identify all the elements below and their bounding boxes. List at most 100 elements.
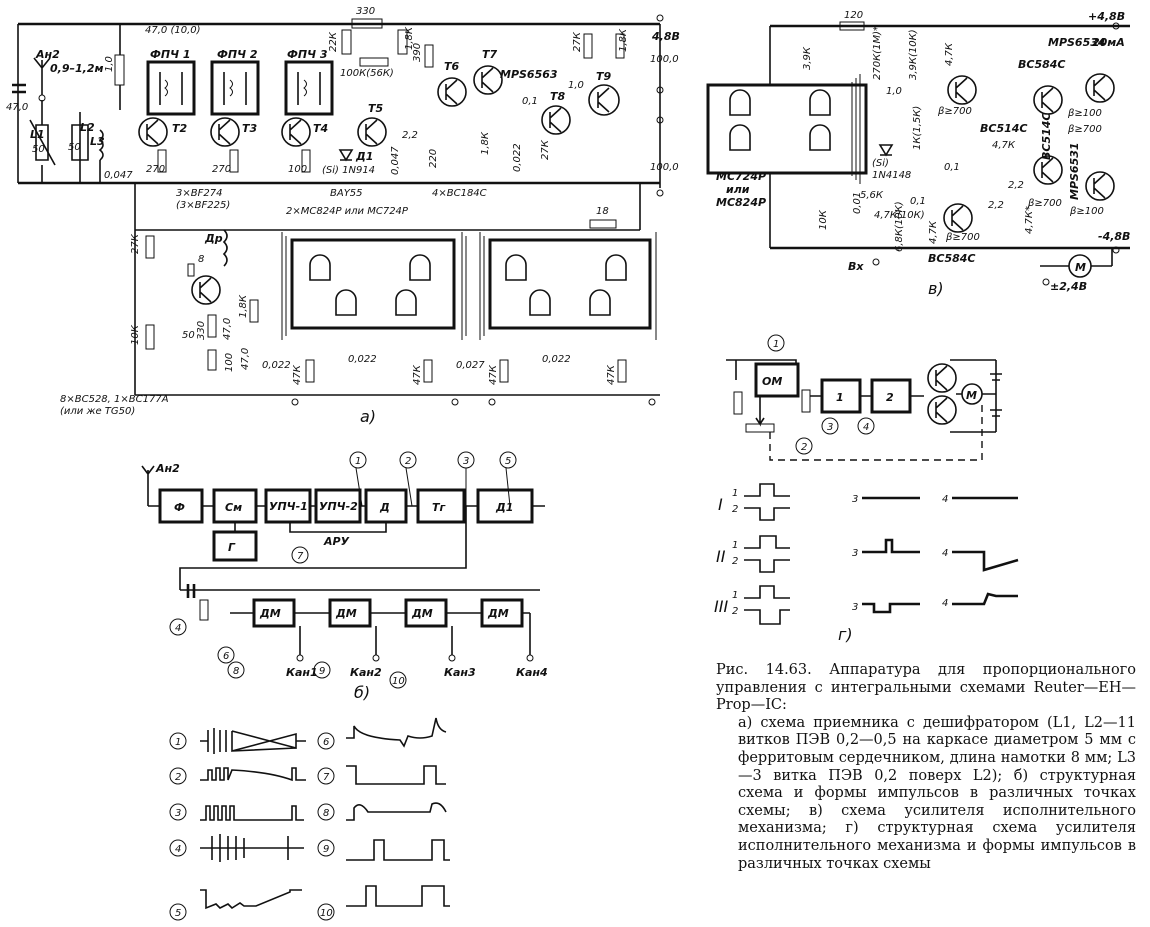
block-diagram-g: 1 ОМ 2 3 1 2 4 M I 1 2 3 4 II 1 2 (714, 334, 1019, 644)
svg-text:2×MC824P или MC724P: 2×MC824P или MC724P (286, 206, 409, 217)
svg-text:8: 8 (323, 808, 329, 819)
l3-label: L3 (90, 135, 105, 148)
svg-text:47К: 47К (606, 364, 617, 385)
svg-text:3: 3 (852, 602, 858, 613)
svg-text:АРУ: АРУ (323, 535, 350, 548)
transistor-osc (191, 275, 221, 305)
svg-text:50: 50 (182, 330, 195, 341)
svg-text:2: 2 (801, 442, 807, 453)
transistor-g-upper (927, 363, 957, 393)
svg-text:Вх: Вх (848, 260, 864, 273)
schematic-v: 120 +4,8В 20мА 3,9К 270К(1М)* 3,9К(10К) … (706, 10, 1130, 298)
svg-text:330: 330 (356, 6, 375, 17)
svg-text:2: 2 (405, 456, 411, 467)
caption-g: г) (838, 625, 853, 644)
svg-text:0,1: 0,1 (522, 96, 538, 107)
antenna-icon (33, 57, 51, 95)
svg-text:27К: 27К (540, 139, 551, 160)
svg-text:3,9К: 3,9К (802, 46, 813, 70)
svg-text:4,7К*: 4,7К* (1024, 206, 1035, 234)
svg-text:3: 3 (827, 422, 833, 433)
svg-text:7: 7 (323, 772, 330, 783)
svg-text:1: 1 (732, 590, 738, 601)
svg-text:β≥100: β≥100 (1067, 108, 1102, 119)
transistor-mps6531 (1085, 171, 1115, 201)
svg-text:MC824P: MC824P (716, 196, 766, 209)
transistor-bc584c-pair (1033, 85, 1063, 115)
svg-text:9: 9 (323, 844, 329, 855)
svg-text:Д1: Д1 (355, 150, 373, 163)
svg-text:6,8К(10К): 6,8К(10К) (894, 201, 905, 252)
svg-text:(3×BF225): (3×BF225) (176, 200, 230, 211)
svg-text:22К: 22К (328, 31, 339, 52)
svg-text:4: 4 (175, 844, 181, 855)
svg-text:BC584C: BC584C (1018, 58, 1066, 71)
svg-text:Кан1: Кан1 (286, 666, 318, 679)
svg-text:4,8В: 4,8В (651, 30, 680, 43)
svg-text:4: 4 (942, 494, 948, 505)
svg-text:(или же TG50): (или же TG50) (60, 406, 135, 417)
svg-text:2: 2 (732, 606, 738, 617)
svg-text:8: 8 (233, 666, 239, 677)
svg-text:T8: T8 (550, 90, 566, 103)
svg-text:-4,8В: -4,8В (1098, 230, 1130, 243)
svg-text:β≥700: β≥700 (1067, 124, 1102, 135)
transistor-t5 (357, 117, 387, 147)
svg-text:BC584C: BC584C (928, 252, 976, 265)
svg-text:1: 1 (355, 456, 361, 467)
svg-text:T9: T9 (596, 70, 612, 83)
svg-text:18: 18 (596, 206, 609, 217)
svg-text:+4,8В: +4,8В (1088, 10, 1125, 23)
svg-text:0,022: 0,022 (542, 354, 571, 365)
transistor-bc514-v (947, 75, 977, 105)
svg-text:III: III (714, 597, 728, 616)
svg-text:Д1: Д1 (495, 501, 513, 514)
svg-text:1N4148: 1N4148 (872, 170, 911, 181)
svg-text:47,0 (10,0): 47,0 (10,0) (145, 25, 201, 36)
svg-text:BC514C: BC514C (1040, 113, 1053, 161)
caption-b: б) (354, 683, 370, 702)
svg-text:ДМ: ДМ (411, 607, 433, 620)
svg-text:ФПЧ 3: ФПЧ 3 (287, 48, 328, 61)
svg-text:27К: 27К (130, 233, 141, 254)
svg-text:4,7К(10К): 4,7К(10К) (874, 210, 925, 221)
l2-label: L2 (80, 121, 95, 134)
svg-text:270: 270 (212, 164, 231, 175)
svg-text:4: 4 (175, 623, 181, 634)
antenna-label: Ан2 (35, 48, 60, 61)
svg-text:1: 1 (732, 540, 738, 551)
decoder-ic-1 (290, 238, 456, 330)
svg-text:1: 1 (836, 391, 844, 404)
svg-text:ОМ: ОМ (762, 375, 782, 388)
svg-text:или: или (726, 183, 750, 196)
waveforms-b: 1 2 3 4 5 6 7 8 9 10 (169, 717, 450, 921)
svg-text:0,01: 0,01 (852, 192, 863, 214)
svg-text:0,022: 0,022 (512, 143, 523, 172)
svg-text:1,8К: 1,8К (238, 294, 249, 318)
svg-text:9: 9 (319, 666, 325, 677)
svg-text:7: 7 (297, 551, 304, 562)
svg-text:T3: T3 (242, 122, 258, 135)
svg-text:УПЧ-2: УПЧ-2 (319, 500, 358, 513)
svg-text:1,0: 1,0 (568, 80, 584, 91)
svg-text:4: 4 (942, 598, 948, 609)
svg-text:3: 3 (852, 548, 858, 559)
decoder-ic-v (706, 83, 868, 175)
svg-text:0,047: 0,047 (390, 146, 401, 175)
svg-text:10: 10 (320, 908, 333, 919)
svg-text:T5: T5 (368, 102, 384, 115)
svg-text:См: См (225, 501, 242, 514)
svg-text:100,0: 100,0 (650, 162, 679, 173)
svg-text:330: 330 (196, 321, 207, 340)
svg-text:1,0: 1,0 (886, 86, 902, 97)
block-upch2 (314, 488, 362, 524)
svg-text:270: 270 (146, 164, 165, 175)
svg-text:Ф: Ф (174, 501, 185, 514)
svg-text:Д: Д (379, 501, 390, 514)
svg-text:ФПЧ 1: ФПЧ 1 (150, 48, 191, 61)
svg-text:Кан2: Кан2 (350, 666, 382, 679)
svg-text:1К(1,5К): 1К(1,5К) (912, 106, 923, 150)
svg-text:50: 50 (68, 142, 81, 153)
fpch2-filter (210, 60, 260, 116)
svg-text:3: 3 (463, 456, 469, 467)
